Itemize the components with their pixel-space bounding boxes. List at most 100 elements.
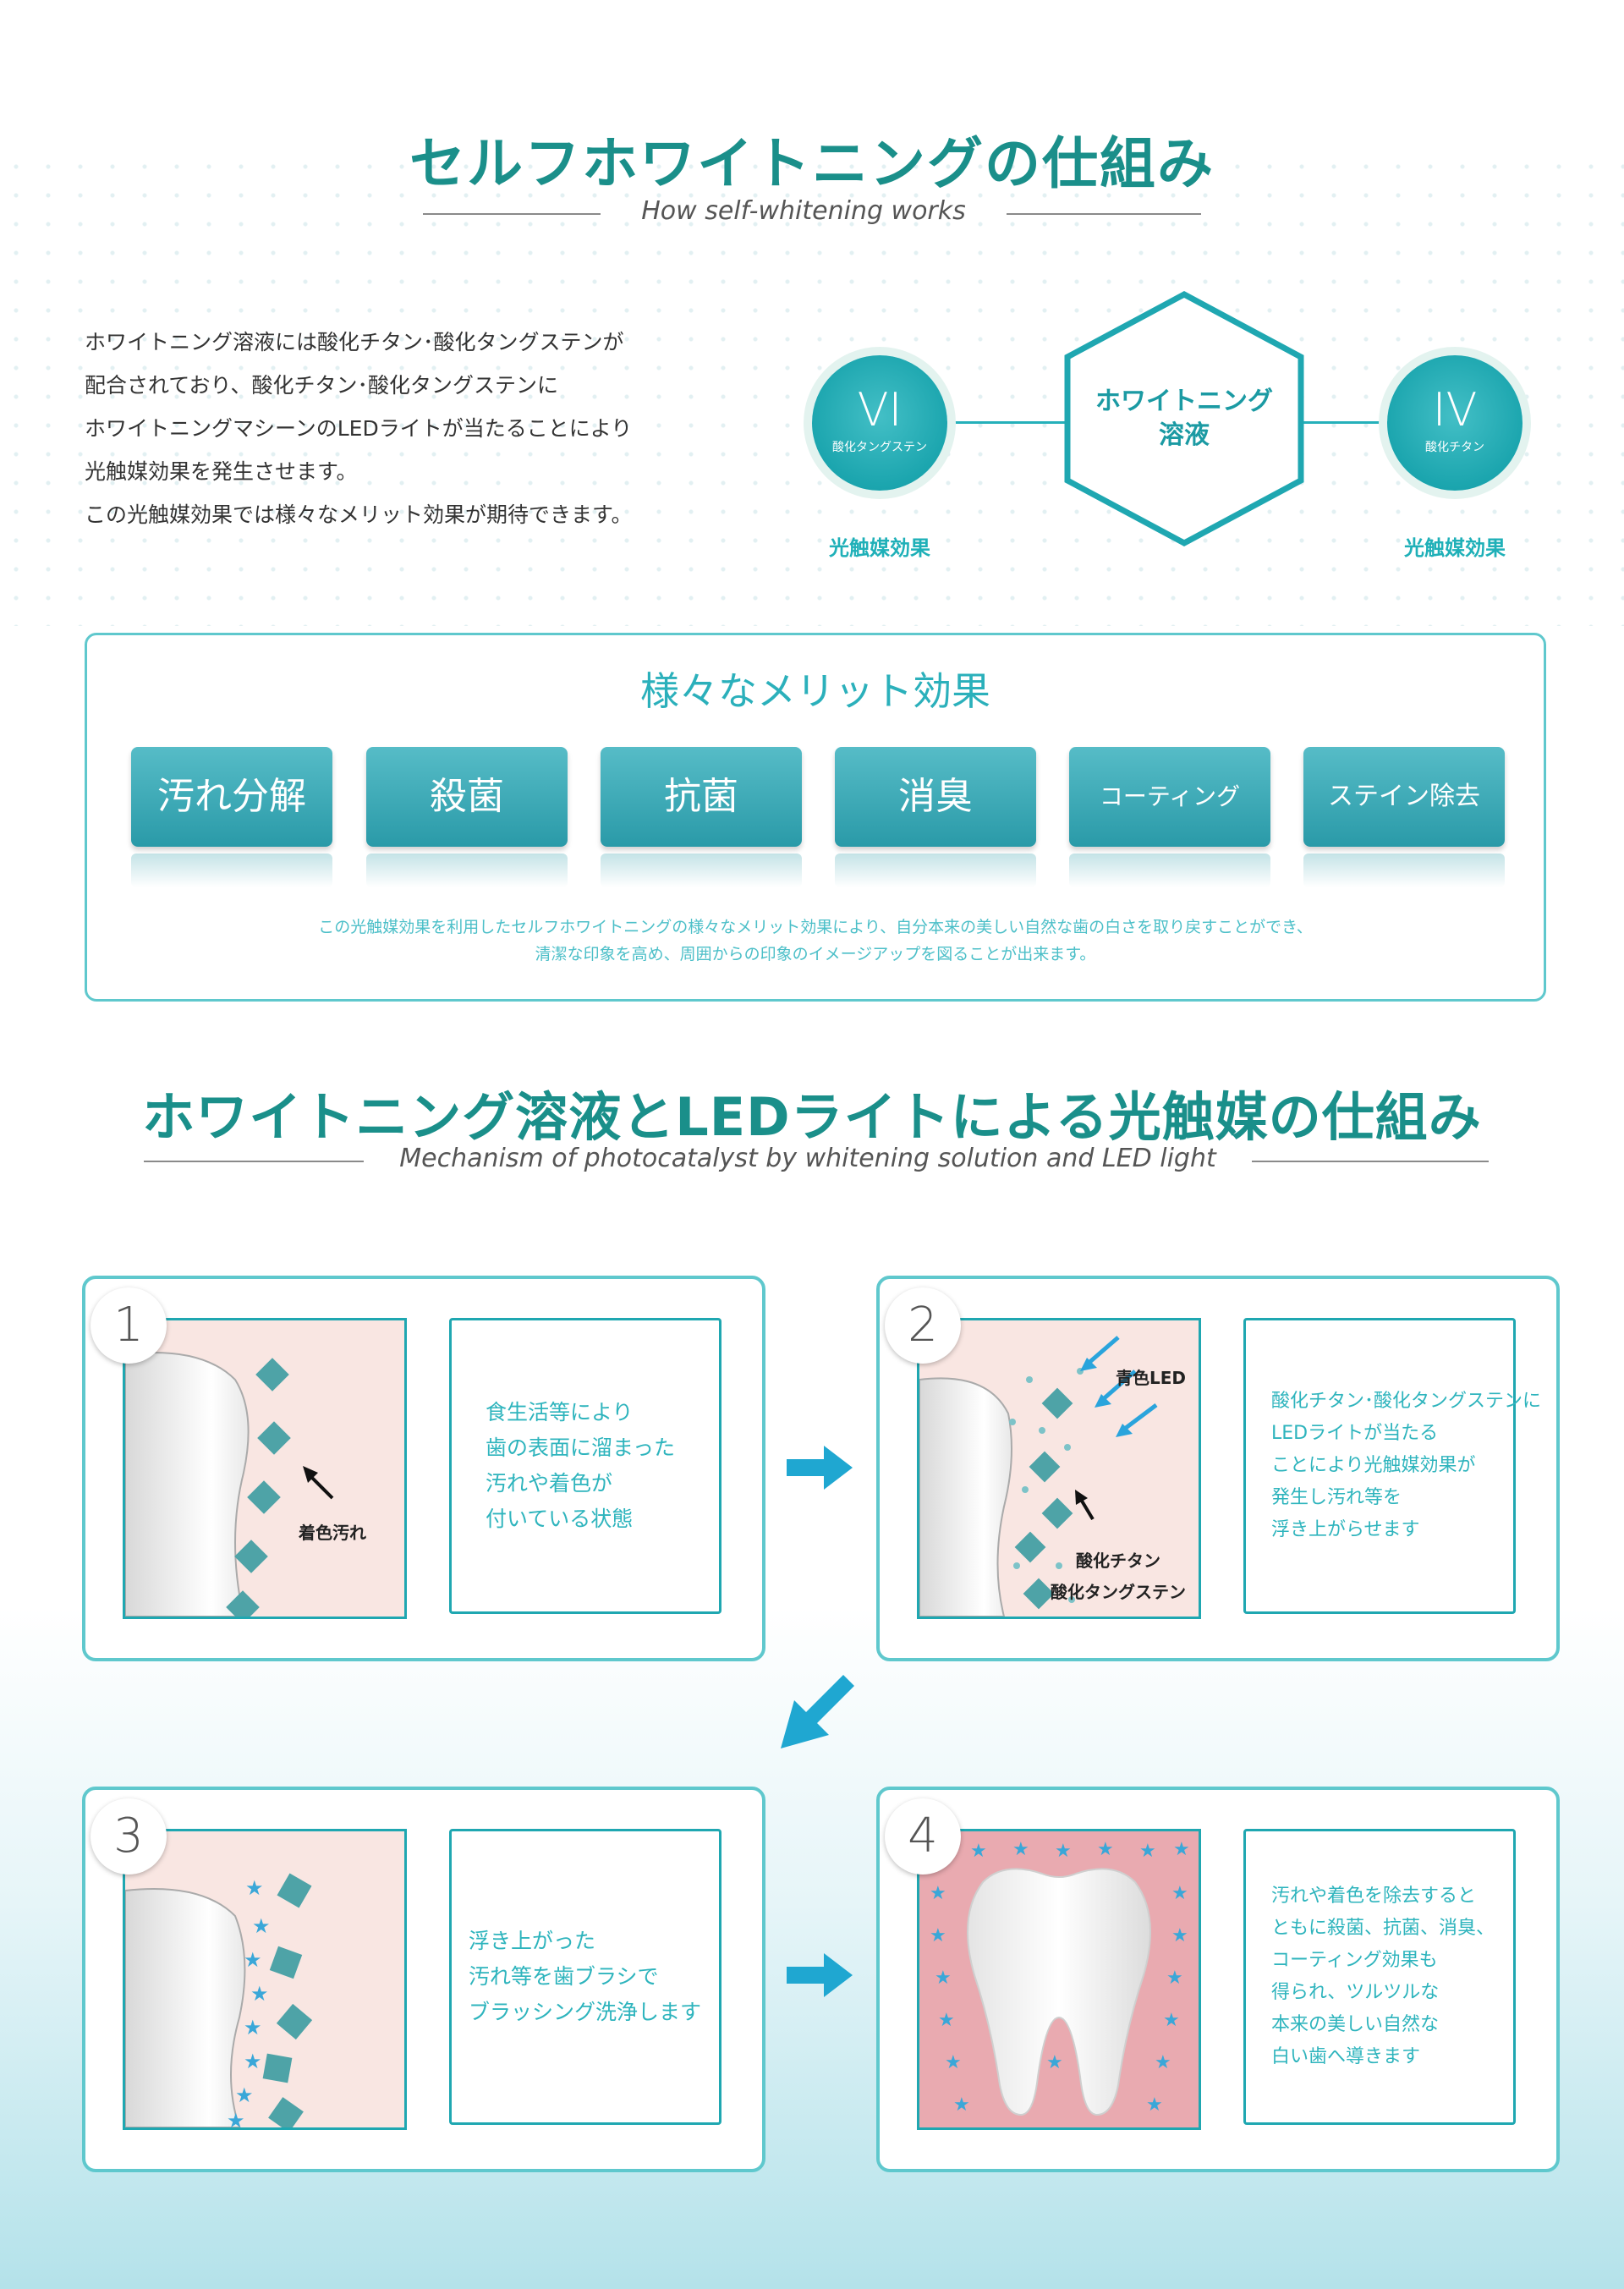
subtitle-rule-right xyxy=(1252,1161,1489,1162)
merit-stain-decomposition: 汚れ分解 xyxy=(131,747,332,847)
svg-text:★: ★ xyxy=(235,2083,254,2107)
tungsten-oxide-label: 酸化タングステン xyxy=(1051,1582,1186,1602)
step-line: コーティング効果も xyxy=(1271,1950,1438,1971)
titanium-oxide-circle: IV 酸化チタン xyxy=(1387,355,1522,491)
step-2-panel: 青色LED 酸化チタン 酸化タングステン 2 酸化チタン･酸化タングステンに L… xyxy=(876,1276,1560,1661)
svg-text:★: ★ xyxy=(245,1876,264,1900)
svg-text:★: ★ xyxy=(970,1841,987,1862)
step-4-panel: ★★★★★★★ ★★★★★★ ★★★★★★ ★ 4 汚れや着色を除去すると とも… xyxy=(876,1787,1560,2172)
merit-sterilization: 殺菌 xyxy=(366,747,568,847)
intro-line: 配合されており、酸化チタン･酸化タングステンに xyxy=(85,373,559,398)
circle-symbol: VI xyxy=(857,383,903,436)
step-3-illustration: ★ ★ ★ ★ ★ ★ ★ ★ xyxy=(123,1829,407,2130)
svg-text:★: ★ xyxy=(1171,1883,1188,1904)
svg-text:★: ★ xyxy=(938,2010,955,2031)
hexagon-label: ホワイトニング 溶液 xyxy=(1066,385,1303,453)
step-line: ブラッシング洗浄します xyxy=(469,2000,702,2024)
step-line: 食生活等により xyxy=(486,1400,634,1424)
step-number: 3 xyxy=(91,1798,167,1875)
hexagon-icon xyxy=(1064,291,1304,546)
svg-text:★: ★ xyxy=(935,1968,952,1989)
reflection xyxy=(366,854,568,887)
svg-text:★: ★ xyxy=(1097,1839,1114,1860)
step-line: 白い歯へ導きます xyxy=(1271,2046,1421,2067)
dotted-background xyxy=(0,152,1624,626)
step-line: ことにより光触媒効果が xyxy=(1271,1455,1476,1476)
svg-text:★: ★ xyxy=(244,2016,262,2039)
circle-label: 酸化タングステン xyxy=(832,441,927,454)
svg-text:★: ★ xyxy=(244,1948,262,1972)
step-number: 1 xyxy=(91,1287,167,1364)
tooth-brushing-icon: ★ ★ ★ ★ ★ ★ ★ ★ xyxy=(125,1873,313,2127)
subtitle-rule-right xyxy=(1007,213,1201,215)
svg-text:★: ★ xyxy=(1163,2010,1180,2031)
subtitle-rule-left xyxy=(423,213,601,215)
step-line: 酸化チタン･酸化タングステンに xyxy=(1271,1391,1542,1412)
reflection xyxy=(601,854,802,887)
blue-led-label: 青色LED xyxy=(1116,1368,1187,1388)
step-line: 本来の美しい自然な xyxy=(1271,2014,1440,2035)
merit-antibacterial: 抗菌 xyxy=(601,747,802,847)
merits-description-line1: この光触媒効果を利用したセルフホワイトニングの様々なメリット効果により、自分本来… xyxy=(318,918,1313,936)
merit-coating: コーティング xyxy=(1069,747,1270,847)
step-2-illustration: 青色LED 酸化チタン 酸化タングステン xyxy=(917,1318,1201,1619)
step-line: 得られ、ツルツルな xyxy=(1271,1982,1440,2003)
step-line: 汚れや着色を除去すると xyxy=(1271,1886,1477,1907)
step-line: 付いている状態 xyxy=(486,1507,634,1531)
svg-text:★: ★ xyxy=(244,2050,262,2073)
arrow-down-left-icon xyxy=(781,1675,854,1748)
intro-line: ホワイトニングマシーンのLEDライトが当たることにより xyxy=(85,416,633,441)
tungsten-oxide-circle: VI 酸化タングステン xyxy=(812,355,947,491)
step-line: ともに殺菌、抗菌、消臭、 xyxy=(1271,1918,1495,1939)
hexagon-line1: ホワイトニング xyxy=(1095,387,1273,416)
circle-symbol: IV xyxy=(1432,383,1478,436)
merit-stain-removal: ステイン除去 xyxy=(1303,747,1505,847)
section2-title: ホワイトニング溶液とLEDライトによる光触媒の仕組み xyxy=(142,1086,1482,1148)
step-line: LEDライトが当たる xyxy=(1271,1423,1439,1444)
subtitle-rule-left xyxy=(144,1161,364,1162)
clean-tooth-icon: ★★★★★★★ ★★★★★★ ★★★★★★ ★ xyxy=(928,1839,1190,2116)
circle-label: 酸化チタン xyxy=(1425,441,1484,454)
intro-line: ホワイトニング溶液には酸化チタン･酸化タングステンが xyxy=(85,330,624,354)
page-title: セルフホワイトニングの仕組み xyxy=(409,131,1215,196)
step-line: 歯の表面に溜まった xyxy=(486,1435,676,1460)
step-3-text: 浮き上がった 汚れ等を歯ブラシで ブラッシング洗浄します xyxy=(449,1829,721,2125)
arrow-right-icon xyxy=(787,1953,853,1997)
merits-title: 様々なメリット効果 xyxy=(640,668,990,714)
step-line: 浮き上がった xyxy=(469,1929,596,1953)
svg-text:★: ★ xyxy=(930,1883,946,1904)
svg-text:★: ★ xyxy=(250,1982,269,2006)
svg-text:★: ★ xyxy=(1155,2052,1171,2073)
step-number: 4 xyxy=(885,1798,961,1875)
section2-subtitle: Mechanism of photocatalyst by whitening … xyxy=(399,1144,1216,1173)
svg-text:★: ★ xyxy=(1012,1839,1029,1860)
connector-right xyxy=(1286,421,1404,424)
merit-deodorizing: 消臭 xyxy=(835,747,1036,847)
step-line: 汚れや着色が xyxy=(486,1471,613,1496)
intro-line: 光触媒効果を発生させます。 xyxy=(85,459,358,484)
reflection xyxy=(1069,854,1270,887)
step-number: 2 xyxy=(885,1287,961,1364)
svg-text:★: ★ xyxy=(1139,1841,1156,1862)
merits-description-line2: 清潔な印象を高め、周囲からの印象のイメージアップを図ることが出来ます。 xyxy=(535,945,1096,963)
arrow-right-icon xyxy=(787,1446,853,1490)
merits-panel: 様々なメリット効果 汚れ分解 殺菌 抗菌 消臭 コーティング ステイン除去 この… xyxy=(85,633,1546,1002)
svg-text:★: ★ xyxy=(252,1914,271,1938)
step-line: 浮き上がらせます xyxy=(1271,1519,1420,1540)
step-4-illustration: ★★★★★★★ ★★★★★★ ★★★★★★ ★ xyxy=(917,1829,1201,2130)
page-subtitle: How self-whitening works xyxy=(641,196,966,226)
svg-text:★: ★ xyxy=(945,2052,962,2073)
stain-label: 着色汚れ xyxy=(299,1523,366,1543)
tooth-stain-icon xyxy=(125,1352,334,1617)
tooth-led-icon xyxy=(919,1336,1158,1617)
step-1-illustration: 着色汚れ xyxy=(123,1318,407,1619)
hexagon-line2: 溶液 xyxy=(1159,420,1210,450)
svg-text:★: ★ xyxy=(227,2109,245,2127)
svg-text:★: ★ xyxy=(930,1925,946,1946)
right-caption: 光触媒効果 xyxy=(1404,536,1506,560)
svg-text:★: ★ xyxy=(1146,2094,1163,2116)
reflection xyxy=(835,854,1036,887)
step-1-panel: 着色汚れ 1 食生活等により 歯の表面に溜まった 汚れや着色が 付いている状態 xyxy=(82,1276,765,1661)
svg-text:★: ★ xyxy=(1055,1841,1072,1862)
step-3-panel: ★ ★ ★ ★ ★ ★ ★ ★ 3 浮き上がった 汚れ等を歯ブラシで ブラッシング洗浄しま… xyxy=(82,1787,765,2172)
